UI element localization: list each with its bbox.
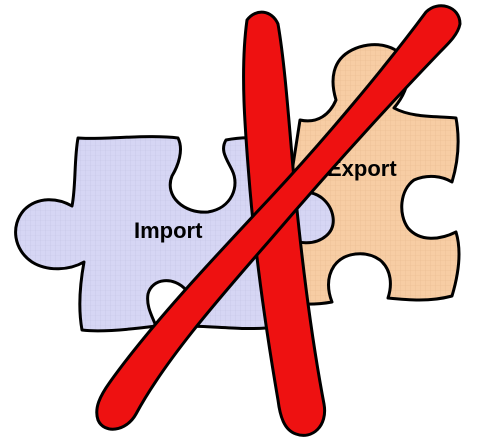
import-label: Import (134, 218, 203, 243)
